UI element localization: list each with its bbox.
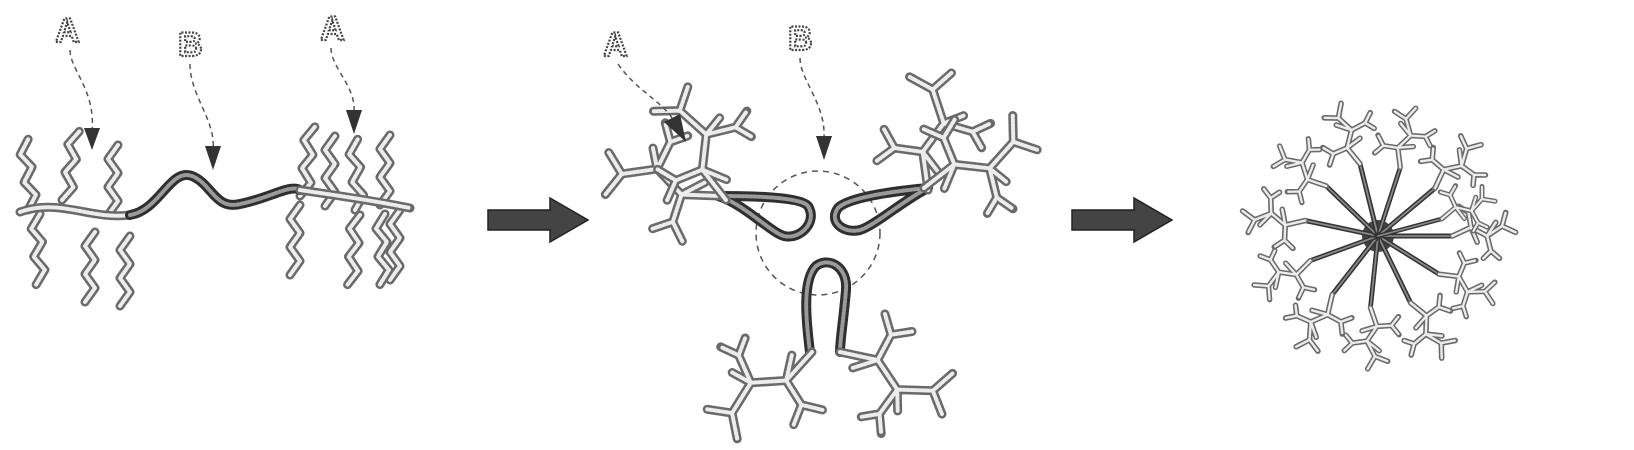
branch-upper-left-2 [644, 78, 761, 211]
folded-loop-bottom [801, 257, 852, 357]
label-a-left: A [55, 12, 80, 50]
polymer-arm [18, 139, 38, 210]
label-b-stage1: B [178, 26, 203, 64]
backbone-left [15, 202, 135, 221]
polymer-arm [290, 205, 300, 275]
label-a-stage2: A [603, 26, 628, 64]
core-region-circle [755, 170, 881, 296]
pointer-a-left [69, 49, 100, 150]
transition-arrow-2 [1071, 196, 1174, 244]
folded-loop-right [829, 183, 933, 236]
polymer-arm [380, 135, 390, 205]
pointer-a-stage2 [617, 63, 686, 142]
pointer-b-stage1 [189, 63, 221, 170]
backbone-right [295, 185, 415, 213]
stage-1-linear-polymer: A B A [15, 9, 415, 306]
polymer-arm [1343, 234, 1409, 372]
stage-2-folded-three-arm: A B [587, 19, 1047, 450]
polymer-arm [1313, 97, 1399, 244]
polymer-arm [62, 130, 79, 201]
polymer-arm [348, 215, 360, 285]
pointer-b-stage2 [799, 57, 832, 160]
transition-arrow-1 [487, 196, 590, 244]
polymer-arm [108, 145, 118, 215]
label-a-right: A [320, 10, 345, 48]
stage-3-star-aggregate [1237, 97, 1516, 372]
polymer-arm [85, 232, 95, 302]
backbone-middle [125, 170, 305, 220]
polymer-arm [30, 214, 46, 285]
label-b-stage2: B [788, 20, 813, 58]
polymer-arm [120, 236, 130, 306]
folded-loop-left [713, 191, 816, 242]
pointer-a-right [330, 47, 362, 134]
